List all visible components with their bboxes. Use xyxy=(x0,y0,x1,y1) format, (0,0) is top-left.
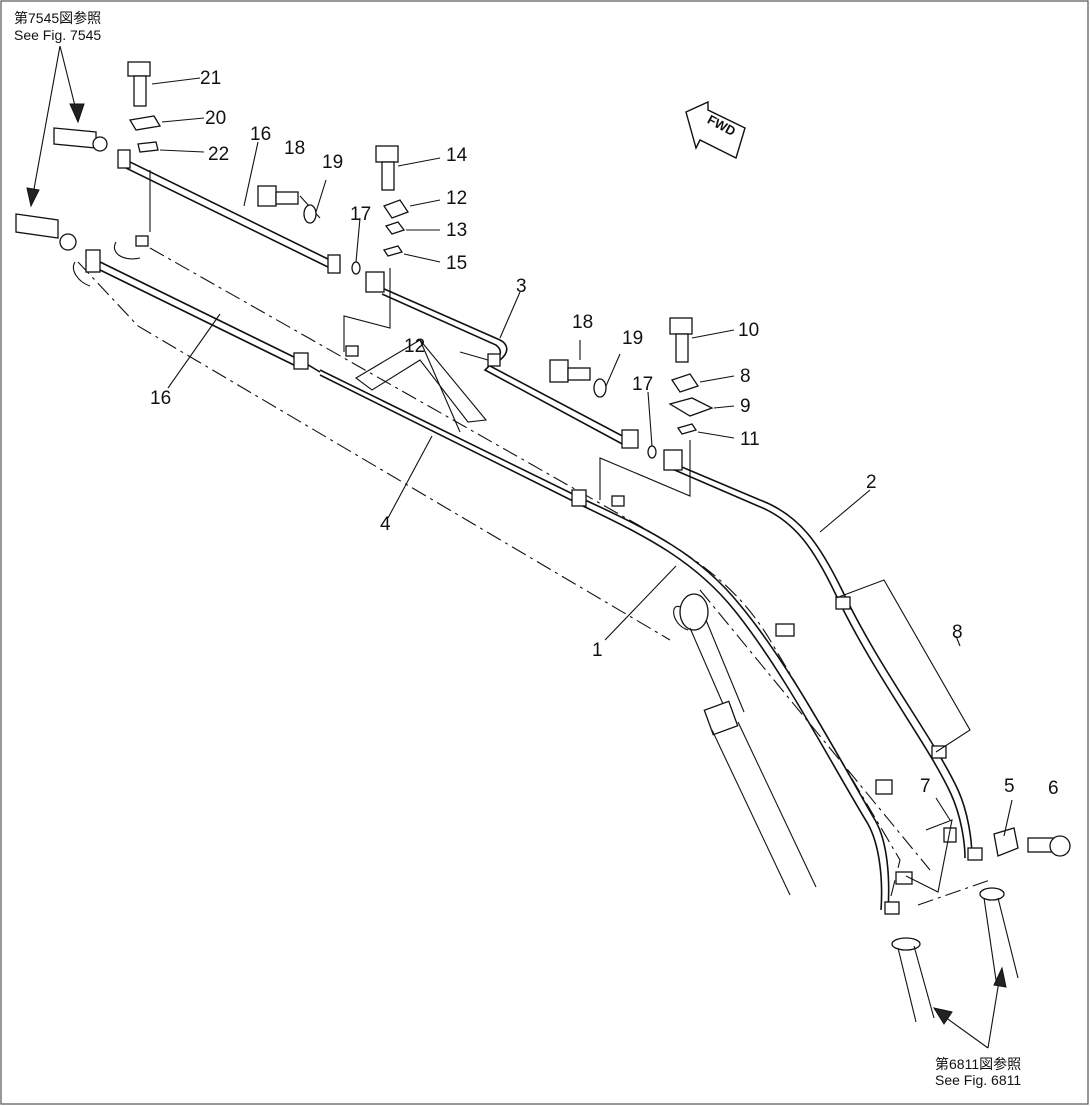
callout-19-upper: 19 xyxy=(322,152,343,173)
clip-20-icon xyxy=(128,115,205,131)
clamp-7-bracket xyxy=(905,819,953,893)
ref-arrows-top xyxy=(26,45,85,208)
clamp-5-icon xyxy=(993,827,1019,857)
bolt-6-icon xyxy=(1027,835,1071,857)
ref-top-en: See Fig. 7545 xyxy=(14,27,101,43)
clamp-9-icon xyxy=(668,397,735,417)
bracket-lines-upper xyxy=(343,268,391,352)
washer-19-lower-icon xyxy=(593,353,621,398)
callout-12-lower: 12 xyxy=(404,336,425,357)
left-fittings xyxy=(15,127,108,251)
hose-16-lower xyxy=(85,249,321,373)
callout-11: 11 xyxy=(740,429,760,450)
clamps xyxy=(135,235,983,915)
ref-bottom-en: See Fig. 6811 xyxy=(935,1072,1021,1088)
pipe-1 xyxy=(319,369,890,911)
leader-lines xyxy=(167,141,1013,837)
bolt-18-upper-icon xyxy=(257,185,321,219)
bolt-10-icon xyxy=(669,317,735,363)
callout-13: 13 xyxy=(446,220,467,241)
hose-16-upper xyxy=(117,149,341,274)
callout-22: 22 xyxy=(208,144,229,165)
plate-15-icon xyxy=(382,245,441,263)
callout-9: 9 xyxy=(740,396,751,417)
bolt-18-lower-icon xyxy=(549,359,591,383)
callout-19-lower: 19 xyxy=(622,328,643,349)
callout-20: 20 xyxy=(205,108,226,129)
callout-16-lower: 16 xyxy=(150,388,171,409)
callout-17-upper: 17 xyxy=(350,204,371,225)
callout-15: 15 xyxy=(446,253,467,274)
pipe-2-inner xyxy=(669,467,966,859)
callout-4: 4 xyxy=(380,514,391,535)
clamp-13-icon xyxy=(384,221,440,235)
callout-14: 14 xyxy=(446,145,468,166)
oring-17-upper-icon xyxy=(351,261,361,275)
ref-bottom-jp: 第6811図参照 xyxy=(935,1056,1021,1072)
callout-5: 5 xyxy=(1004,776,1015,797)
callout-6: 6 xyxy=(1048,778,1059,799)
callout-16-upper: 16 xyxy=(250,124,271,145)
callout-2: 2 xyxy=(866,472,877,493)
ref-top-jp: 第7545図参照 xyxy=(14,10,101,26)
callout-18-lower: 18 xyxy=(572,312,593,333)
bracket-lines-lower xyxy=(599,440,691,500)
plate-22-icon xyxy=(137,141,205,153)
boom-outline xyxy=(72,241,991,906)
bottom-hoses xyxy=(891,887,1019,1023)
clamp-12-upper-icon xyxy=(383,199,441,219)
oring-17-lower-icon xyxy=(647,445,657,459)
callout-12-upper: 12 xyxy=(446,188,467,209)
callout-17-lower: 17 xyxy=(632,374,653,395)
callout-7: 7 xyxy=(920,776,931,797)
ref-arrows-bottom xyxy=(932,966,1007,1049)
washer-19-upper-icon xyxy=(303,179,327,224)
plate-11-icon xyxy=(676,423,735,439)
bolt-14-icon xyxy=(375,145,441,191)
pipe-2 xyxy=(669,461,973,859)
fwd-arrow-icon: FWD xyxy=(685,100,746,159)
callout-1: 1 xyxy=(592,640,603,661)
callout-18-upper: 18 xyxy=(284,138,305,159)
boom-cylinder xyxy=(673,593,817,896)
clamp-8-upper-icon xyxy=(670,373,735,393)
callout-8-lower: 8 xyxy=(952,622,963,643)
bolt-21-icon xyxy=(127,61,201,107)
callout-8-upper: 8 xyxy=(740,366,751,387)
callout-21: 21 xyxy=(200,68,221,89)
pipe-4-bracket xyxy=(355,339,488,433)
pipe-1-inner xyxy=(319,374,883,911)
callout-3: 3 xyxy=(516,276,527,297)
callout-10: 10 xyxy=(738,320,759,341)
